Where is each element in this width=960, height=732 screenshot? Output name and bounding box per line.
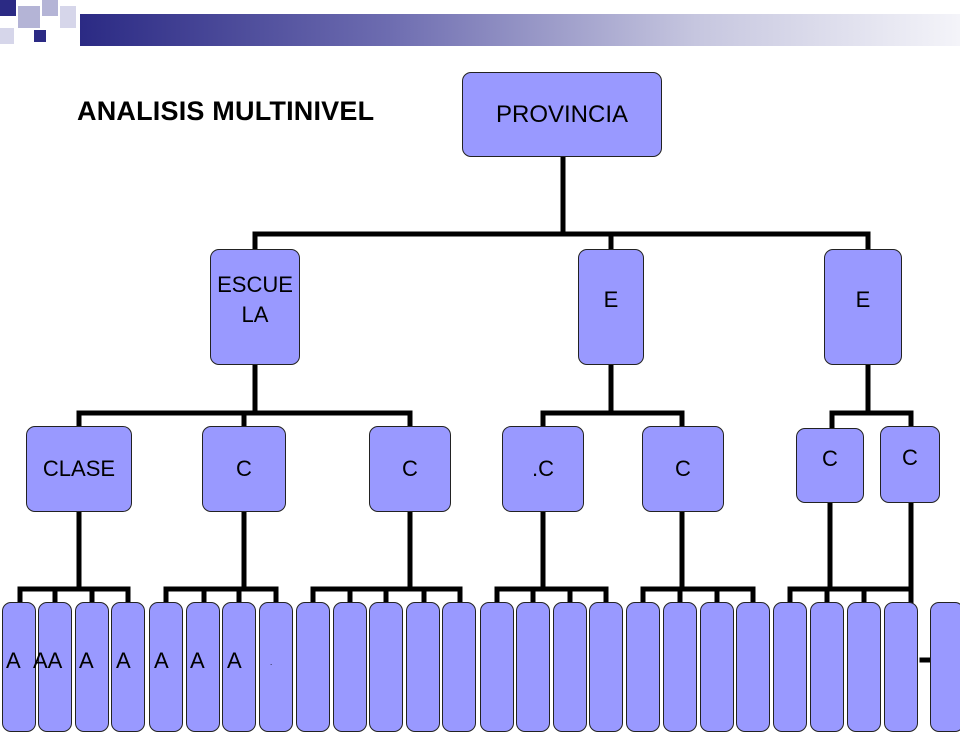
- leaf-label: A: [116, 648, 131, 673]
- node-level3: C: [369, 426, 451, 512]
- leaf-label: .: [270, 658, 273, 667]
- node-label: C: [236, 456, 252, 481]
- node-leaf: [2, 602, 36, 732]
- connector: [540, 362, 685, 429]
- connector: [252, 154, 871, 252]
- connector: [76, 362, 413, 429]
- node-leaf: [480, 602, 514, 732]
- node-leaf: [663, 602, 697, 732]
- leaf-label: A: [227, 648, 242, 673]
- node-level3: C: [880, 426, 940, 503]
- node-leaf: [847, 602, 881, 732]
- connector: [17, 509, 131, 605]
- connector: [310, 509, 463, 605]
- node-leaf: [553, 602, 587, 732]
- node-leaf: [773, 602, 807, 732]
- node-level3: CLASE: [26, 426, 132, 512]
- node-leaf: [75, 602, 109, 732]
- node-leaf: [333, 602, 367, 732]
- header-square: [60, 6, 76, 28]
- node-leaf: [149, 602, 183, 732]
- node-leaf: [589, 602, 623, 732]
- node-label: E: [603, 287, 619, 312]
- node-label: PROVINCIA: [495, 100, 629, 128]
- node-level3: C: [642, 426, 724, 512]
- node-leaf: [516, 602, 550, 732]
- node-label: CLASE: [42, 456, 116, 481]
- node-leaf: [626, 602, 660, 732]
- node-leaf: [222, 602, 256, 732]
- slide-header: [0, 0, 960, 46]
- node-label: ESCUE LA: [217, 272, 293, 327]
- node-label: C: [902, 444, 918, 470]
- connector: [640, 509, 756, 605]
- header-square: [0, 28, 14, 44]
- leaf-label: A: [190, 648, 205, 673]
- header-square: [34, 30, 46, 42]
- node-leaf: [810, 602, 844, 732]
- leaf-label: A: [79, 648, 94, 673]
- node-leaf: [259, 602, 293, 732]
- node-label: C: [822, 445, 838, 471]
- header-square: [42, 0, 58, 16]
- leaf-label: AA: [33, 648, 63, 673]
- node-level3: C: [796, 428, 864, 503]
- node-level3: C: [202, 426, 286, 512]
- node-leaf: [930, 602, 960, 732]
- header-square: [0, 0, 16, 16]
- node-leaf: [186, 602, 220, 732]
- node-level3: .C: [502, 426, 584, 512]
- leaf-label: A: [6, 648, 21, 673]
- node-root: PROVINCIA: [462, 72, 662, 157]
- node-leaf: [38, 602, 72, 732]
- node-leaf: [700, 602, 734, 732]
- node-leaf: [442, 602, 476, 732]
- node-leaf: [406, 602, 440, 732]
- leaf-label: A: [154, 648, 169, 673]
- node-leaf: [111, 602, 145, 732]
- slide-title: ANALISIS MULTINIVEL: [77, 96, 375, 126]
- header-gradient-bar: [80, 14, 960, 46]
- node-level2: E: [578, 249, 644, 365]
- node-label: C: [675, 456, 691, 481]
- node-level2: ESCUE LA: [210, 249, 300, 365]
- header-square: [18, 6, 40, 28]
- node-label: C: [402, 456, 418, 481]
- node-leaf: [884, 602, 918, 732]
- connector: [163, 509, 279, 605]
- connector: [494, 509, 609, 605]
- node-leaf: [369, 602, 403, 732]
- node-leaf: [736, 602, 770, 732]
- node-label: E: [855, 287, 871, 312]
- node-label: .C: [532, 456, 554, 481]
- node-level2: E: [824, 249, 902, 365]
- connector: [787, 500, 914, 605]
- connector: [829, 362, 914, 429]
- node-leaf: [296, 602, 330, 732]
